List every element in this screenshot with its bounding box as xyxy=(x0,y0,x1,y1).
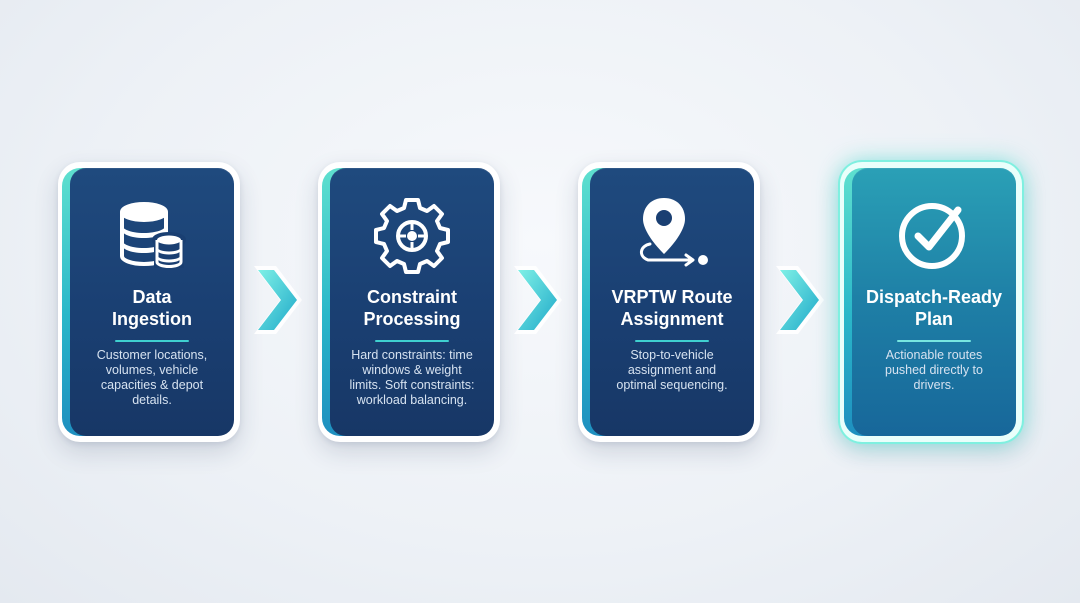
title-divider xyxy=(115,340,189,342)
step-title: Data Ingestion xyxy=(112,287,192,329)
step-description: Hard constraints: time windows & weight … xyxy=(349,348,475,407)
title-divider xyxy=(897,340,971,342)
step-title: Constraint Processing xyxy=(363,287,461,329)
step-card-vrptw-route-assignment: VRPTW Route Assignment Stop-to-vehicle a… xyxy=(578,162,760,442)
step-title: Dispatch-Ready Plan xyxy=(865,287,1003,329)
chevron-right-icon xyxy=(254,266,302,334)
step-card-data-ingestion: Data Ingestion Customer locations, volum… xyxy=(58,162,240,442)
title-divider xyxy=(635,340,709,342)
title-divider xyxy=(375,340,449,342)
step-card-constraint-processing: Constraint Processing Hard constraints: … xyxy=(318,162,500,442)
database-icon xyxy=(120,202,186,269)
check-circle-icon xyxy=(899,203,965,269)
step-description: Stop-to-vehicle assignment and optimal s… xyxy=(616,348,728,392)
step-description: Actionable routes pushed directly to dri… xyxy=(885,348,983,392)
chevron-right-icon xyxy=(514,266,562,334)
location-route-icon xyxy=(640,198,708,267)
chevron-right-icon xyxy=(776,266,824,334)
step-description: Customer locations, volumes, vehicle cap… xyxy=(96,348,208,407)
step-title: VRPTW Route Assignment xyxy=(611,287,733,329)
gear-icon xyxy=(374,198,450,274)
step-card-dispatch-ready-plan: Dispatch-Ready Plan Actionable routes pu… xyxy=(840,162,1022,442)
